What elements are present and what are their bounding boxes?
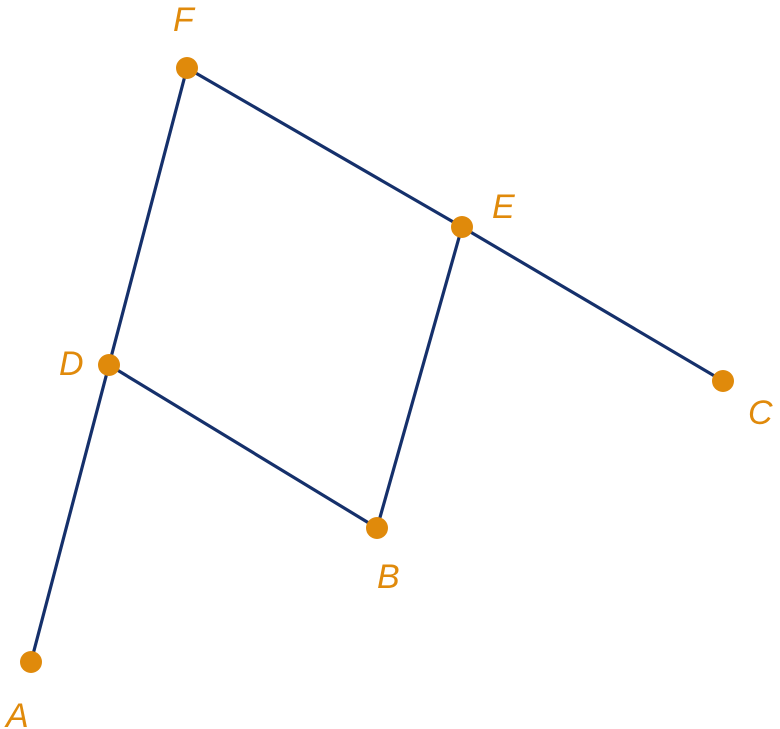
- label-a: A: [4, 697, 29, 729]
- point-d: [98, 354, 120, 376]
- label-b: B: [377, 558, 400, 596]
- segment-d-f: [107, 67, 189, 366]
- segment-f-e: [186, 66, 463, 229]
- point-f: [176, 57, 198, 79]
- segments-layer: [29, 66, 724, 663]
- label-d: D: [59, 345, 84, 383]
- point-c: [712, 370, 734, 392]
- segment-e-c: [461, 225, 724, 383]
- point-a: [20, 651, 42, 673]
- point-e: [451, 216, 473, 238]
- points-layer: [20, 57, 734, 673]
- label-c: C: [748, 394, 773, 432]
- label-e: E: [492, 188, 515, 226]
- segment-d-b: [108, 363, 378, 530]
- labels-layer: A B C D E F: [4, 1, 773, 729]
- segment-e-b: [375, 226, 464, 529]
- label-f: F: [173, 1, 196, 39]
- point-b: [366, 517, 388, 539]
- segment-a-d: [29, 364, 111, 663]
